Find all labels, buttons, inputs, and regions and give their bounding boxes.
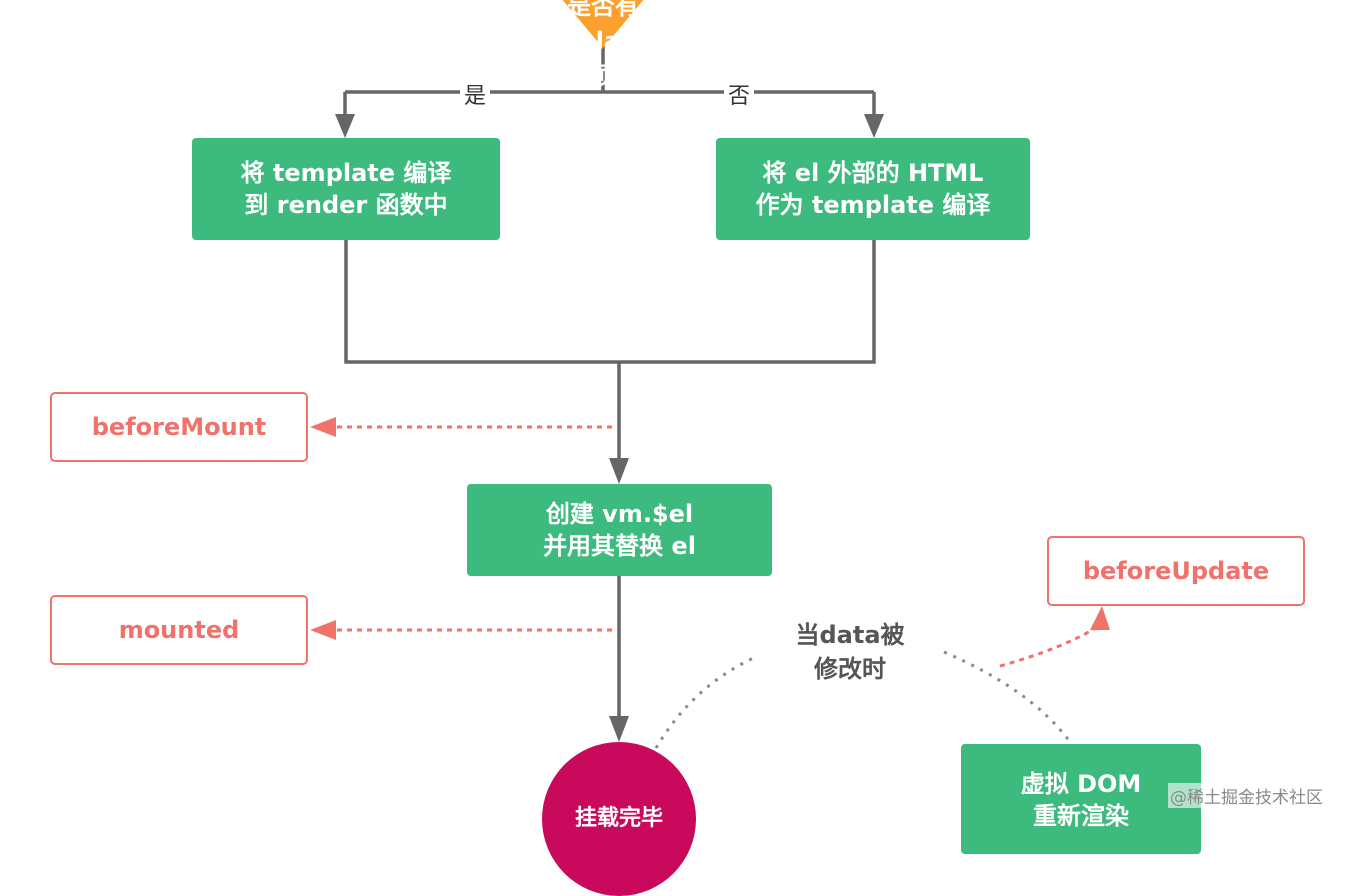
compile-template-box: 将 template 编译 到 render 函数中 (192, 138, 500, 240)
mounted-arrowhead (310, 620, 336, 640)
connector-lines (310, 46, 1110, 749)
before-mount-hook: beforeMount (50, 392, 308, 462)
update-note-line1: 当data被 (795, 621, 905, 649)
create-arrowhead (609, 458, 629, 484)
decision-diamond (562, 0, 644, 48)
compile-outer-html-box: 将 el 外部的 HTML 作为 template 编译 (716, 138, 1030, 240)
mounted-state-arrowhead (609, 716, 629, 742)
mounted-hook: mounted (50, 595, 308, 665)
compile-template-line1: 将 template 编译 (240, 159, 452, 187)
create-el-line1: 创建 vm.$el (545, 500, 694, 528)
yes-arrowhead (335, 114, 355, 138)
compile-outer-html-line2: 作为 template 编译 (755, 191, 991, 219)
before-update-dashed-line (999, 626, 1097, 668)
create-el-line2: 并用其替换 el (543, 532, 696, 560)
create-el-box: 创建 vm.$el 并用其替换 el (467, 484, 772, 576)
compile-outer-html-line1: 将 el 外部的 HTML (762, 159, 984, 187)
update-cycle-dotted-right (943, 650, 1072, 743)
yes-label: 是 (460, 85, 491, 109)
no-arrowhead (864, 114, 884, 138)
before-update-hook: beforeUpdate (1047, 536, 1305, 606)
update-note: 当data被 修改时 (760, 618, 940, 686)
no-label: 否 (724, 85, 755, 109)
decision-label: 是否有 template 选项 (525, 0, 681, 90)
update-note-line2: 修改时 (814, 655, 886, 683)
before-mount-arrowhead (310, 417, 336, 437)
update-cycle-dotted-left (654, 654, 759, 749)
compile-template-line2: 到 render 函数中 (244, 191, 448, 219)
mounted-state-label: 挂载完毕 (574, 806, 663, 831)
rerender-box: 虚拟 DOM 重新渲染 (961, 744, 1201, 854)
before-update-arrowhead (1090, 606, 1110, 630)
watermark: @稀土掘金技术社区 (1168, 783, 1325, 808)
mounted-state-circle: 挂载完毕 (542, 742, 696, 896)
rerender-line1: 虚拟 DOM (1020, 770, 1142, 798)
merge-lines (344, 240, 876, 364)
rerender-line2: 重新渲染 (1033, 802, 1129, 830)
